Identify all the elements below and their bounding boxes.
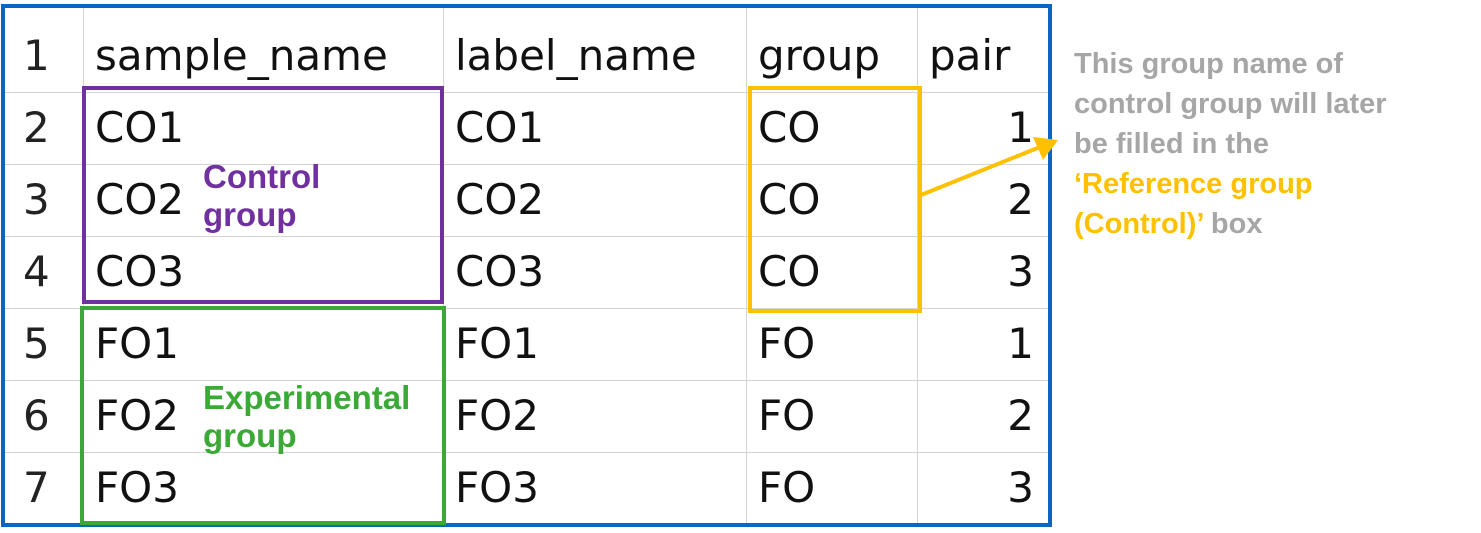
control-group-box	[82, 86, 444, 304]
header-pair[interactable]: pair	[929, 31, 1011, 80]
control-group-label-line2: group	[203, 196, 297, 233]
cell-group[interactable]: FO	[758, 391, 816, 440]
cell-sample-name[interactable]: CO1	[95, 103, 185, 152]
cell-sample-name[interactable]: FO3	[95, 463, 179, 512]
row-number[interactable]: 5	[23, 319, 50, 368]
control-group-label: Control group	[203, 158, 320, 234]
cell-label-name[interactable]: FO3	[455, 463, 539, 512]
header-sample-name[interactable]: sample_name	[95, 31, 388, 80]
cell-label-name[interactable]: CO2	[455, 175, 545, 224]
row-number[interactable]: 7	[23, 463, 50, 512]
cell-sample-name[interactable]: FO2	[95, 391, 179, 440]
cell-sample-name[interactable]: FO1	[95, 319, 179, 368]
cell-sample-name[interactable]: CO2	[95, 175, 185, 224]
row-number[interactable]: 1	[23, 31, 50, 80]
cell-pair[interactable]: 3	[1007, 247, 1034, 296]
grid-line	[746, 8, 747, 523]
grid-line	[5, 380, 1048, 381]
cell-group[interactable]: FO	[758, 319, 816, 368]
cell-group[interactable]: CO	[758, 175, 821, 224]
row-number[interactable]: 3	[23, 175, 50, 224]
cell-pair[interactable]: 3	[1007, 463, 1034, 512]
arrow-shaft	[920, 145, 1041, 197]
cell-sample-name[interactable]: CO3	[95, 247, 185, 296]
grid-line	[5, 92, 1048, 93]
experimental-group-label-line2: group	[203, 417, 297, 454]
header-label-name[interactable]: label_name	[455, 31, 697, 80]
note-line: control group will later	[1074, 88, 1387, 120]
note-line: be filled in the	[1074, 128, 1269, 160]
grid-line	[5, 452, 1048, 453]
note-highlight: (Control)’	[1074, 208, 1203, 240]
cell-label-name[interactable]: CO3	[455, 247, 545, 296]
row-number[interactable]: 4	[23, 247, 50, 296]
cell-group[interactable]: CO	[758, 247, 821, 296]
note-highlight: ‘Reference group	[1074, 168, 1313, 200]
cell-label-name[interactable]: FO2	[455, 391, 539, 440]
cell-group[interactable]: FO	[758, 463, 816, 512]
grid-line	[917, 8, 918, 523]
cell-pair[interactable]: 2	[1007, 391, 1034, 440]
arrow-head-icon	[1033, 137, 1058, 160]
spreadsheet-frame: 1 sample_name label_name group pair 2 CO…	[1, 4, 1052, 527]
note-line: (Control)’ box	[1074, 204, 1474, 244]
cell-pair[interactable]: 1	[1007, 319, 1034, 368]
control-group-name-box	[748, 86, 922, 313]
experimental-group-label: Experimental group	[203, 379, 410, 455]
row-number[interactable]: 2	[23, 103, 50, 152]
experimental-group-label-line1: Experimental	[203, 379, 411, 416]
cell-label-name[interactable]: FO1	[455, 319, 539, 368]
grid-line	[5, 308, 1048, 309]
experimental-group-box	[80, 306, 446, 525]
row-number[interactable]: 6	[23, 391, 50, 440]
grid-line	[5, 164, 1048, 165]
cell-label-name[interactable]: CO1	[455, 103, 545, 152]
header-group[interactable]: group	[758, 31, 880, 80]
control-group-label-line1: Control	[203, 158, 321, 195]
cell-pair[interactable]: 2	[1007, 175, 1034, 224]
cell-group[interactable]: CO	[758, 103, 821, 152]
note-line: This group name of	[1074, 48, 1344, 80]
grid-line	[5, 236, 1048, 237]
cell-pair[interactable]: 1	[1007, 103, 1034, 152]
side-note: This group name of control group will la…	[1074, 44, 1474, 244]
note-text: box	[1202, 208, 1263, 240]
